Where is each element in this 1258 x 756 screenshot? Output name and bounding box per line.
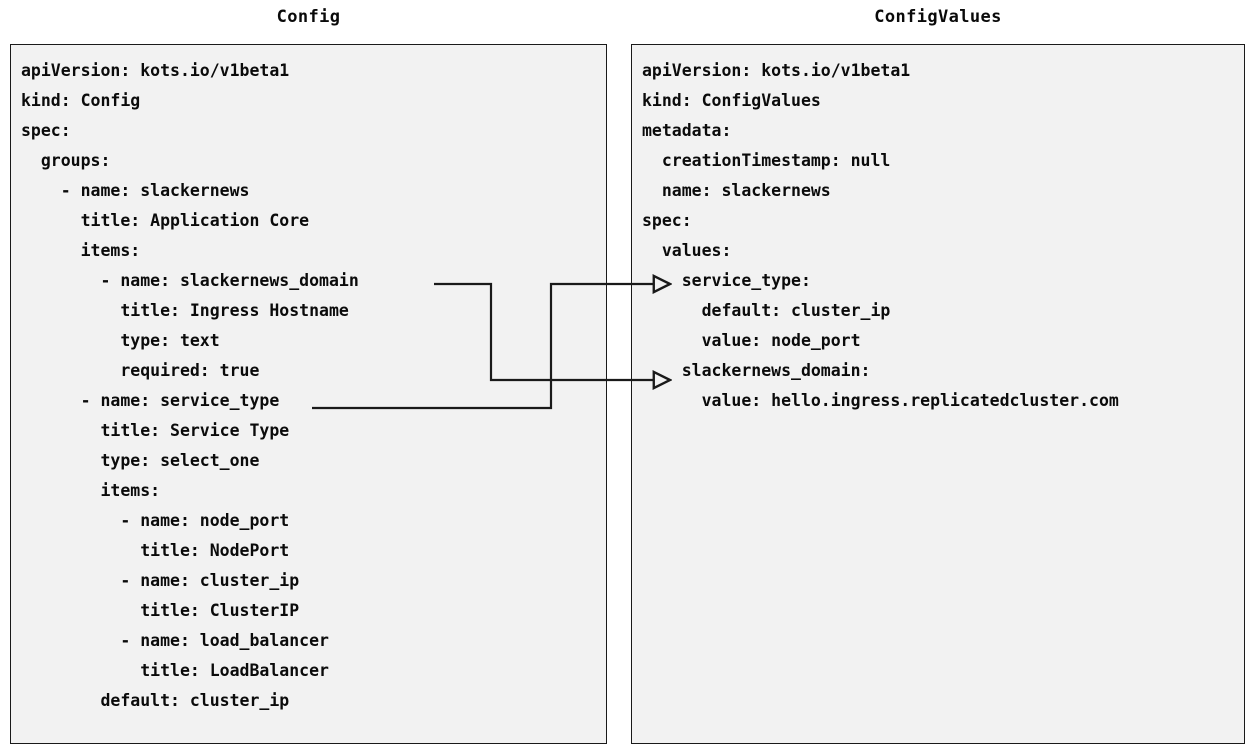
code-line: slackernews_domain: [642,361,871,380]
code-line: required: true [21,361,260,380]
code-line: title: LoadBalancer [21,661,329,680]
code-line: spec: [642,211,692,230]
code-line: - name: load_balancer [21,631,329,650]
code-line: title: Service Type [21,421,290,440]
code-line: - name: slackernews_domain [21,271,359,290]
code-line: - name: cluster_ip [21,571,300,590]
code-line: title: Application Core [21,211,310,230]
code-line: apiVersion: kots.io/v1beta1 [642,61,911,80]
code-line: type: select_one [21,451,260,470]
code-line: service_type: [642,271,811,290]
code-line: name: slackernews [642,181,831,200]
code-line: items: [21,241,141,260]
code-line: value: node_port [642,331,861,350]
code-line: default: cluster_ip [642,301,891,320]
code-line: type: text [21,331,220,350]
code-line: items: [21,481,161,500]
config-yaml-code: apiVersion: kots.io/v1beta1 kind: Config s… [11,45,359,716]
config-yaml-panel: apiVersion: kots.io/v1beta1 kind: Config s… [10,44,607,744]
code-line: apiVersion: kots.io/v1beta1 [21,61,290,80]
code-line: title: Ingress Hostname [21,301,349,320]
code-line: kind: Config [21,91,141,110]
code-line: kind: ConfigValues [642,91,821,110]
code-line: spec: [21,121,71,140]
code-line: title: NodePort [21,541,290,560]
code-line: metadata: [642,121,732,140]
code-line: - name: service_type [21,391,280,410]
code-line: - name: slackernews [21,181,250,200]
panel-title-configvalues: ConfigValues [874,7,1002,27]
code-line: creationTimestamp: null [642,151,891,170]
code-line: groups: [21,151,111,170]
code-line: - name: node_port [21,511,290,530]
code-line: default: cluster_ip [21,691,290,710]
configvalues-yaml-code: apiVersion: kots.io/v1beta1 kind: ConfigV… [632,45,1119,416]
code-line: value: hello.ingress.replicatedcluster.c… [642,391,1119,410]
configvalues-yaml-panel: apiVersion: kots.io/v1beta1 kind: ConfigV… [631,44,1245,744]
panel-title-config: Config [276,7,341,27]
code-line: values: [642,241,732,260]
code-line: title: ClusterIP [21,601,300,620]
